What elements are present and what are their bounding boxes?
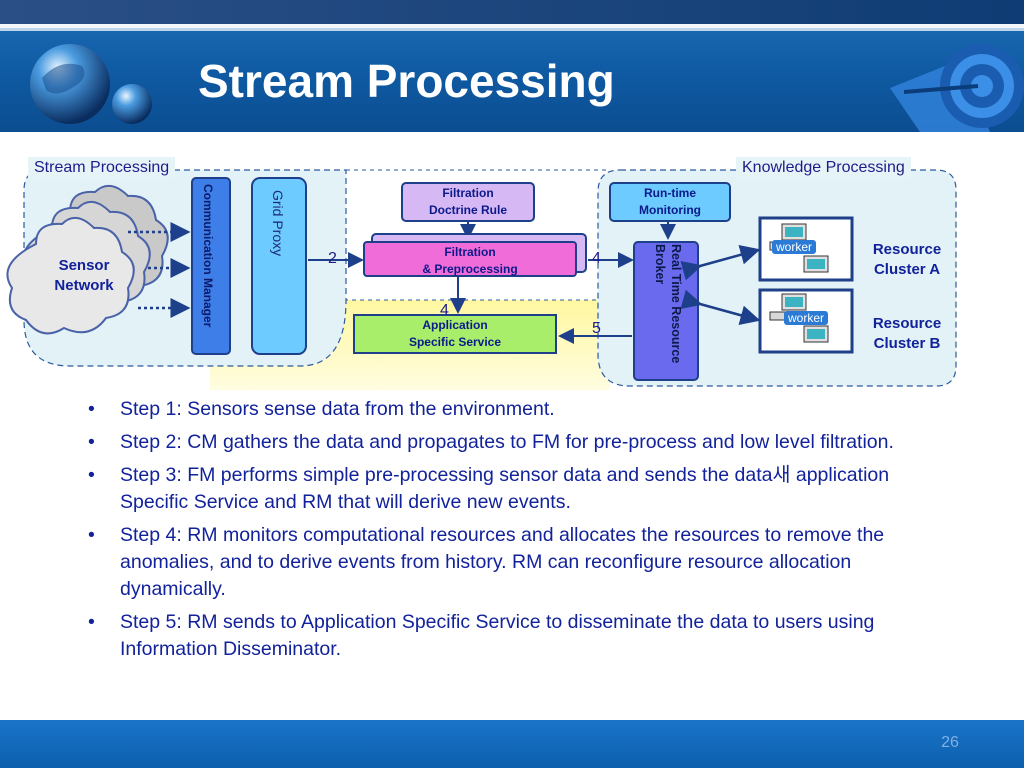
- step-number: 5: [592, 320, 601, 337]
- bullet-item: Step 2: CM gathers the data and propagat…: [82, 429, 962, 456]
- knowledge-region-label: Knowledge Processing: [736, 157, 911, 179]
- application-service-label: Application Specific Service: [408, 318, 502, 349]
- bullet-item: Step 5: RM sends to Application Specific…: [82, 609, 962, 663]
- diagram-canvas: [6, 169, 957, 390]
- filtration-doctrine-box: [401, 182, 535, 222]
- slide-footer: [0, 720, 1024, 768]
- worker-badge: worker: [784, 311, 829, 325]
- filtration-doctrine-label: Filtration Doctrine Rule: [428, 186, 507, 217]
- stream-region-label: Stream Processing: [28, 157, 176, 179]
- filtration-preprocessing-label: Filtration & Preprocessing: [422, 245, 518, 276]
- runtime-monitoring-box: [609, 182, 731, 222]
- sensor-cloud-icon: [6, 185, 169, 335]
- middle-region-border: [346, 169, 607, 301]
- header-stripe-secondary: [0, 28, 1024, 31]
- target-arrow-icon: [890, 44, 1024, 132]
- step-number: 2: [328, 250, 337, 267]
- cluster-a-label: Resource Cluster A: [872, 241, 942, 278]
- broker-cluster-b-arrow: [680, 289, 761, 325]
- page-number: 26: [941, 734, 959, 751]
- broker-cluster-a-arrow: [680, 245, 761, 281]
- step-number: 4: [440, 302, 449, 319]
- application-service-box: [353, 314, 557, 354]
- grid-proxy-label: Grid Proxy: [270, 190, 286, 257]
- resource-broker-label: Real Time Resource Broker: [653, 244, 683, 364]
- grid-proxy-box: [251, 177, 307, 355]
- step-number: 4: [592, 250, 601, 267]
- slide-header: Stream Processing: [0, 0, 1024, 132]
- filtration-preprocessing-box: [363, 241, 577, 277]
- bullet-item: Step 3: FM performs simple pre-processin…: [82, 462, 962, 516]
- runtime-monitoring-label: Run-time Monitoring: [639, 186, 701, 217]
- bullet-list: Step 1: Sensors sense data from the envi…: [82, 396, 962, 669]
- cluster-b-label: Resource Cluster B: [872, 315, 942, 352]
- computer-icon: [769, 293, 829, 343]
- sensor-network-label: Sensor Network: [54, 257, 114, 294]
- header-top-band: [0, 0, 1024, 24]
- page-title: Stream Processing: [198, 55, 615, 107]
- bullet-item: Step 4: RM monitors computational resour…: [82, 522, 962, 603]
- worker-badge: worker: [772, 240, 817, 254]
- communication-manager-box: [191, 177, 231, 355]
- bullet-item: Step 1: Sensors sense data from the envi…: [82, 396, 962, 423]
- computer-icon: [769, 223, 829, 273]
- header-stripe: [0, 24, 1024, 28]
- communication-manager-label: Communication Manager: [201, 184, 215, 328]
- globe-logo-icon: [30, 44, 152, 124]
